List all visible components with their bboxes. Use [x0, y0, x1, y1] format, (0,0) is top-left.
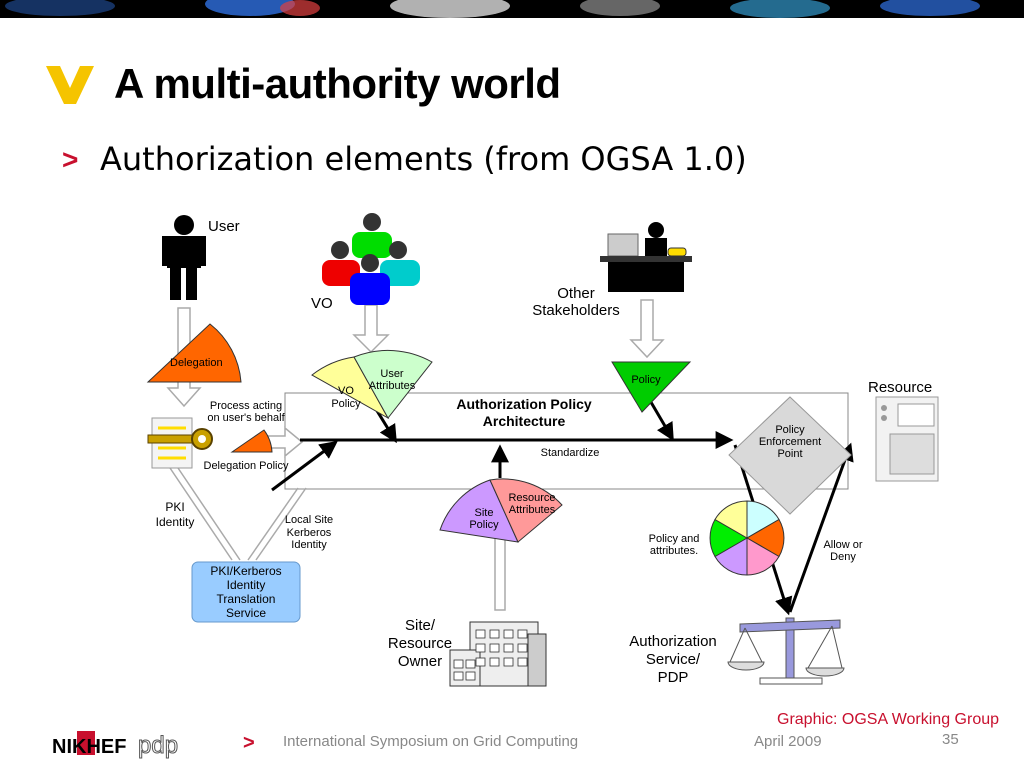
pep-label-3: Point [777, 448, 802, 460]
policy-attributes-label-2: attributes. [650, 545, 698, 557]
authz-service-label-3: PDP [658, 669, 689, 686]
vo-policy-label-1: VO [338, 385, 354, 397]
site-policy-label-1: Site [475, 507, 494, 519]
site-buildings-icon [449, 621, 547, 687]
other-stakeholders-label-1: Other [557, 285, 595, 302]
pki-identity-link [169, 467, 233, 561]
vo-policy-label-2: Policy [331, 398, 361, 410]
policy-attributes-label-1: Policy and [649, 533, 700, 545]
policy-attributes-pie [709, 500, 785, 576]
top-banner-image [0, 0, 1024, 18]
site-owner-label-1: Site/ [405, 617, 436, 634]
allow-deny-label-2: Deny [830, 551, 856, 563]
allow-deny-arrow [788, 442, 854, 613]
kerberos-identity-link [247, 487, 299, 561]
resource-label: Resource [868, 379, 932, 396]
local-site-label-3: Identity [291, 539, 327, 551]
pki-service-label-1: PKI/Kerberos [210, 564, 281, 578]
local-site-label-1: Local Site [285, 514, 333, 526]
delegation-policy-label: Delegation Policy [204, 460, 289, 472]
slide-title: A multi-authority world [114, 60, 561, 107]
page-number: 35 [942, 731, 959, 748]
authz-service-label-2: Service/ [646, 651, 701, 668]
policy-fan [611, 361, 692, 413]
authz-service-label-1: Authorization [629, 633, 717, 650]
policy-enforcement-point-diamond [728, 396, 852, 515]
authz-architecture-label-1: Authorization Policy [456, 396, 592, 412]
allow-deny-label-1: Allow or [823, 539, 862, 551]
vo-group-icon [322, 213, 420, 305]
delegation-fan [146, 323, 242, 383]
local-site-label-2: Kerberos [287, 527, 332, 539]
graphic-credit: Graphic: OGSA Working Group [777, 711, 1000, 728]
user-attributes-fan [353, 349, 433, 419]
delegation-label: Delegation [170, 357, 223, 369]
site-policy-label-2: Policy [469, 519, 499, 531]
vo-down-arrow [352, 304, 390, 354]
process-acting-label-2: on user's behalf [207, 412, 285, 424]
scales-icon [727, 617, 845, 685]
pki-identity-label-1: PKI [165, 500, 184, 514]
user-attributes-label-2: Attributes [369, 380, 416, 392]
nikhef-logo-text: NIKHEF [52, 736, 126, 758]
resource-server-icon [875, 396, 939, 482]
site-owner-label-2: Resource [388, 635, 452, 652]
pep-label-1: Policy [775, 424, 805, 436]
site-owner-label-3: Owner [398, 653, 442, 670]
authz-architecture-label-2: Architecture [483, 413, 566, 429]
user-label: User [208, 218, 240, 235]
pki-service-label-2: Identity [227, 578, 266, 592]
pki-translation-service-box [191, 561, 301, 623]
subtitle-bullet: > [62, 144, 79, 175]
footer-conference: International Symposium on Grid Computin… [283, 733, 579, 750]
resource-attributes-label-2: Attributes [509, 504, 556, 516]
pki-service-label-4: Service [226, 606, 266, 620]
pdp-logo-text: pdp [138, 732, 178, 759]
pki-service-label-3: Translation [217, 592, 276, 606]
stakeholder-desk-icon [600, 222, 692, 292]
policy-label: Policy [631, 374, 661, 386]
user-attributes-label-1: User [380, 368, 404, 380]
delegation-key-icon [147, 417, 213, 469]
pki-identity-label-2: Identity [156, 515, 195, 529]
chevron-logo-icon [46, 66, 94, 104]
footer-bullet: > [243, 732, 255, 754]
footer-date: April 2009 [754, 733, 822, 750]
user-person-icon [162, 215, 206, 300]
site-policy-fan [439, 479, 519, 543]
resource-attributes-label-1: Resource [508, 492, 555, 504]
kerberos-arrow [271, 440, 338, 492]
delegation-policy-fan [230, 429, 273, 453]
vo-label: VO [311, 295, 333, 312]
standardize-label: Standardize [541, 447, 600, 459]
process-acting-label-1: Process acting [210, 400, 282, 412]
resource-attributes-fan [489, 478, 563, 543]
pep-label-2: Enforcement [759, 436, 821, 448]
slide-subtitle: Authorization elements (from OGSA 1.0) [100, 140, 747, 178]
banner-graphic [0, 0, 1024, 18]
stakeholder-down-arrow [629, 299, 665, 359]
other-stakeholders-label-2: Stakeholders [532, 302, 620, 319]
nikhef-pdp-logo: NIKHEF pdp [52, 731, 179, 760]
